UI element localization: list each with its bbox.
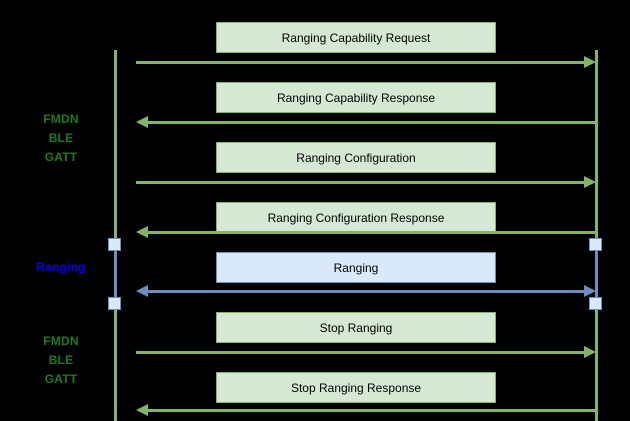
message-box-ranging: Ranging: [216, 252, 496, 283]
message-arrow-left: [114, 226, 596, 239]
message-arrow-left: [114, 116, 596, 129]
lifeline-right: [595, 50, 598, 421]
arrow-shaft: [136, 61, 584, 64]
message-box: Ranging Capability Request: [216, 22, 496, 53]
phase-label-line: BLE: [48, 353, 74, 367]
activation-bar-left: [114, 243, 117, 303]
arrow-shaft: [148, 290, 584, 293]
arrow-shaft: [148, 409, 596, 412]
phase-label-fmdn-ble-gatt-bottom: FMDN BLE GATT: [18, 332, 104, 389]
phase-label-line: GATT: [44, 150, 78, 164]
arrow-head-right-icon: [584, 176, 596, 188]
activation-node-left-start: [108, 238, 121, 251]
arrow-head-left-icon: [136, 226, 148, 238]
message-box: Ranging Capability Response: [216, 82, 496, 113]
arrow-head-right-icon: [584, 346, 596, 358]
phase-label-line: FMDN: [43, 334, 79, 348]
arrow-head-left-icon: [136, 404, 148, 416]
activation-node-right-start: [589, 238, 602, 251]
message-arrow-right: [114, 176, 596, 189]
arrow-shaft: [136, 181, 584, 184]
phase-label-line: BLE: [48, 131, 74, 145]
phase-label-line: GATT: [44, 372, 78, 386]
arrow-head-right-icon: [584, 56, 596, 68]
arrow-shaft: [136, 351, 584, 354]
arrow-head-left-icon: [136, 116, 148, 128]
activation-node-right-end: [589, 297, 602, 310]
activation-bar-right: [595, 243, 598, 303]
phase-label-line: Ranging: [36, 260, 86, 274]
phase-label-fmdn-ble-gatt-top: FMDN BLE GATT: [18, 110, 104, 167]
phase-label-line: FMDN: [43, 112, 79, 126]
phase-label-ranging: Ranging: [18, 258, 104, 277]
message-arrow-bidirectional: [114, 285, 596, 298]
message-arrow-right: [114, 346, 596, 359]
message-box: Ranging Configuration: [216, 142, 496, 173]
message-arrow-right: [114, 56, 596, 69]
arrow-shaft: [148, 121, 596, 124]
activation-node-left-end: [108, 297, 121, 310]
lifeline-left: [114, 50, 117, 421]
arrow-shaft: [148, 231, 596, 234]
message-box: Stop Ranging Response: [216, 372, 496, 403]
arrow-head-left-icon: [136, 285, 148, 297]
message-arrow-left: [114, 404, 596, 417]
message-box: Stop Ranging: [216, 312, 496, 343]
arrow-head-right-icon: [584, 285, 596, 297]
